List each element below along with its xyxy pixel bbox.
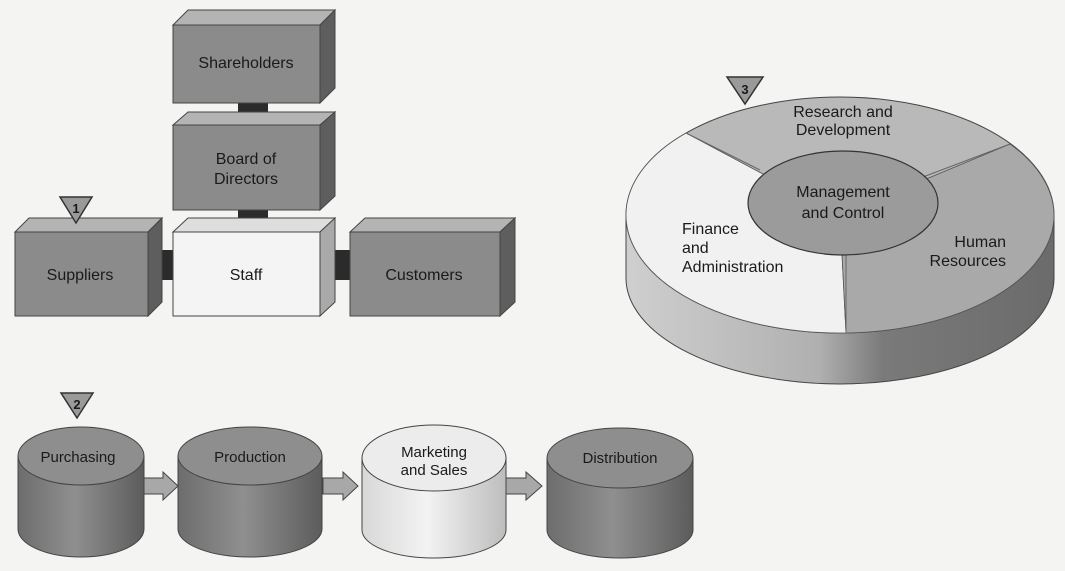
hr-label-line2: Resources [930,253,1006,270]
board-of-directors-box: Board of Directors [171,110,337,212]
distribution-label: Distribution [582,450,657,467]
finance-sector [625,132,847,334]
arrow-purchasing-production [142,470,179,502]
management-label-line1: Management [796,184,890,201]
purchasing-cylinder: Purchasing [17,426,145,558]
production-cylinder: Production [177,426,323,558]
arrow-production-marketing [322,470,359,502]
diagram-3-functional-ring: Research and Development Management and … [625,76,1055,385]
shareholders-box: Shareholders [171,8,337,105]
marketing-and-sales-cylinder: Marketing and Sales [361,424,507,559]
management-label-line2: and Control [802,205,885,222]
production-label: Production [214,449,286,466]
badge-2-label: 2 [73,397,80,412]
rd-label-line1: Research and [793,104,893,121]
finance-label-line1: Finance [682,221,739,238]
customers-box: Customers [348,216,517,318]
badge-2: 2 [59,392,95,420]
purchasing-label: Purchasing [40,449,115,466]
finance-label-line2: and [682,240,709,257]
diagram-2-value-chain: Purchasing Production Marketing and Sale… [17,392,694,559]
divider-rd-finance [685,132,761,171]
finance-label-line3: Administration [682,259,783,276]
marketing-label-line1: Marketing [401,444,467,461]
diagram-1-stakeholders: Shareholders Board of Directors Supplier… [13,8,517,318]
suppliers-box: Suppliers [13,216,164,318]
badge-1-label: 1 [72,201,79,216]
distribution-cylinder: Distribution [546,427,694,559]
suppliers-label: Suppliers [47,267,114,284]
badge-3-label: 3 [741,82,748,97]
customers-label: Customers [385,267,462,284]
shareholders-label: Shareholders [198,55,293,72]
board-label-line1: Board of [216,151,277,168]
badge-3: 3 [725,76,765,106]
rd-label-line2: Development [796,122,891,139]
staff-box: Staff [171,216,337,318]
staff-label: Staff [230,267,263,284]
human-resources-sector [839,143,1055,334]
arrow-marketing-distribution [505,470,543,502]
marketing-label-line2: and Sales [401,462,468,479]
hr-label-line1: Human [954,234,1006,251]
divider-rd-hr [914,143,1011,181]
board-label-line2: Directors [214,171,278,188]
management-and-control-core [747,150,939,256]
badge-1: 1 [58,196,94,225]
